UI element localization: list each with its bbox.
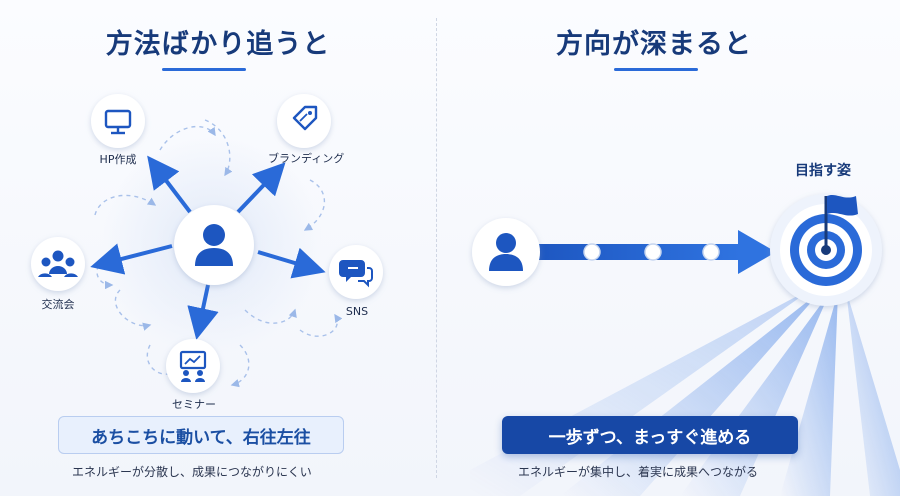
- chat-icon: [339, 260, 373, 288]
- swirl-2: [204, 119, 233, 177]
- swirl-6: [146, 344, 177, 379]
- exchange-label: 交流会: [41, 298, 75, 311]
- step-dot-1: [583, 243, 601, 261]
- right-panel: 方向が深まると: [450, 0, 900, 496]
- right-subtext: エネルギーが集中し、着実に成果へつながる: [518, 465, 759, 479]
- sns-label: SNS: [345, 305, 369, 318]
- arrow-to-branding: [236, 162, 286, 214]
- presentation-icon: [179, 350, 207, 382]
- straight-path-bar: [530, 244, 740, 260]
- right-title-underline: [614, 68, 698, 71]
- step-dot-2: [644, 243, 662, 261]
- group-icon: [38, 250, 78, 277]
- goal-label: 目指す姿: [795, 163, 851, 179]
- arrow-to-seminar: [187, 284, 219, 340]
- left-panel: 方法ばかり追うと: [105, 29, 331, 71]
- branding-label: ブランディング: [268, 152, 345, 165]
- arrow-to-exchange: [90, 243, 173, 275]
- left-title-underline: [162, 68, 246, 71]
- swirl-8: [299, 313, 343, 337]
- left-caption-box: あちこちに動いて、右往左往: [58, 416, 344, 454]
- arrow-to-hp: [147, 155, 192, 214]
- right-caption-box: 一歩ずつ、まっすぐ進める: [502, 416, 798, 454]
- swirl-9: [230, 344, 250, 388]
- arrow-to-sns: [257, 247, 326, 279]
- person-icon: [489, 233, 523, 271]
- center-divider: [436, 18, 437, 478]
- flag-icon: [824, 194, 858, 250]
- swirl-7: [244, 308, 297, 324]
- swirl-5: [114, 289, 152, 331]
- right-title: 方向が深まると: [556, 29, 752, 60]
- person-icon: [195, 224, 233, 266]
- tag-icon: [292, 105, 318, 131]
- monitor-icon: [104, 109, 132, 135]
- straight-path-arrowhead: [738, 230, 776, 274]
- seminar-label: セミナー: [172, 398, 216, 411]
- left-title: 方法ばかり追うと: [105, 29, 331, 60]
- left-subtext: エネルギーが分散し、成果につながりにくい: [72, 465, 312, 479]
- step-dot-3: [702, 243, 720, 261]
- hp-label: HP作成: [99, 153, 137, 166]
